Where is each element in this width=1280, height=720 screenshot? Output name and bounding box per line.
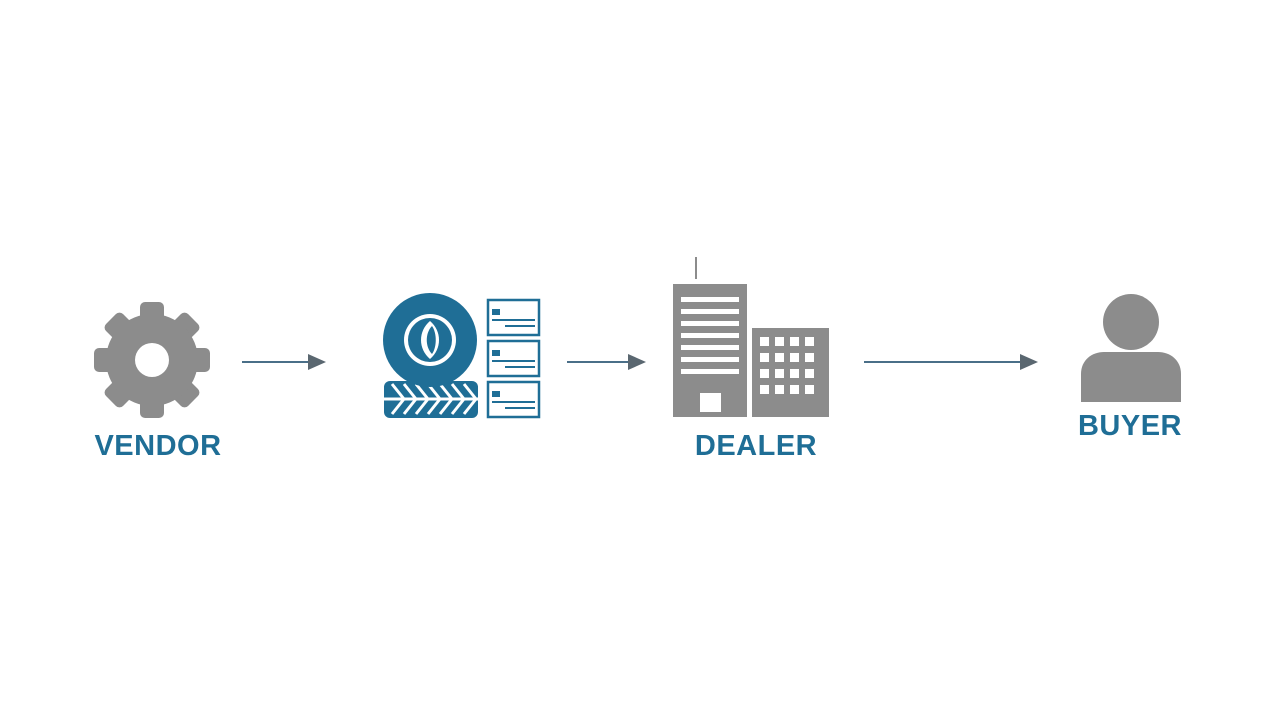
tire-and-cards-icon [383,293,541,419]
tire-stack-icon [384,381,478,418]
gear-icon [94,302,210,418]
arrow-vendor-to-inventory [242,354,326,370]
arrow-inventory-to-dealer [567,354,646,370]
dealer-label: DEALER [694,430,818,462]
buyer-label: BUYER [1077,410,1182,442]
person-icon [1081,294,1181,402]
card-icon [486,380,541,419]
vendor-label: VENDOR [94,430,222,462]
card-icon [486,298,541,337]
card-icon [486,339,541,378]
arrow-dealer-to-buyer [864,354,1038,370]
office-building-icon [673,257,829,417]
tire-icon [383,293,477,387]
